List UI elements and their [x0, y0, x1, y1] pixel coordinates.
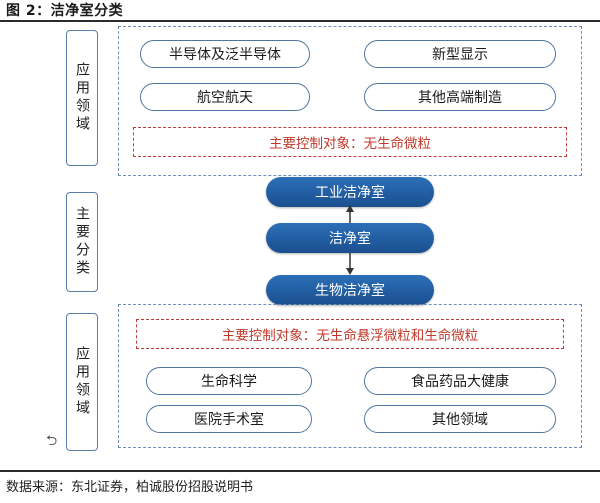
arrow-up-icon: [346, 205, 354, 224]
side-label-bottom-text: 应用领域: [74, 346, 90, 418]
domain-pill-other-fields: 其他领域: [364, 405, 556, 433]
bottom-domains-container: [118, 304, 582, 448]
top-domains-container: [118, 26, 582, 176]
capsule-cleanroom: 洁净室: [266, 223, 434, 253]
domain-pill-life-science: 生命科学: [146, 367, 312, 395]
side-label-top-text: 应用领域: [74, 62, 90, 134]
control-target-bottom: 主要控制对象：无生命悬浮微粒和生命微粒: [136, 319, 564, 349]
capsule-biological-cleanroom: 生物洁净室: [266, 275, 434, 305]
side-label-top: 应用领域: [66, 30, 98, 166]
return-arrow-icon: ⮌: [46, 433, 58, 449]
domain-pill-high-end-manufacturing: 其他高端制造: [364, 83, 556, 111]
arrow-down-icon: [346, 253, 354, 275]
domain-pill-food-pharma-health: 食品药品大健康: [364, 367, 556, 395]
bottom-divider: [0, 470, 600, 472]
title-divider: [0, 20, 600, 22]
domain-pill-aerospace: 航空航天: [140, 83, 310, 111]
domain-pill-hospital-operating-room: 医院手术室: [146, 405, 312, 433]
figure-title: 图 2：洁净室分类: [6, 3, 124, 19]
figure-source: 数据来源：东北证券，柏诚股份招股说明书: [6, 480, 254, 495]
side-label-middle-text: 主要分类: [74, 206, 90, 278]
side-label-middle: 主要分类: [66, 192, 98, 292]
side-label-bottom: 应用领域: [66, 313, 98, 451]
capsule-industrial-cleanroom: 工业洁净室: [266, 177, 434, 207]
domain-pill-display: 新型显示: [364, 40, 556, 68]
control-target-top: 主要控制对象：无生命微粒: [133, 127, 567, 157]
domain-pill-semiconductor: 半导体及泛半导体: [140, 40, 310, 68]
